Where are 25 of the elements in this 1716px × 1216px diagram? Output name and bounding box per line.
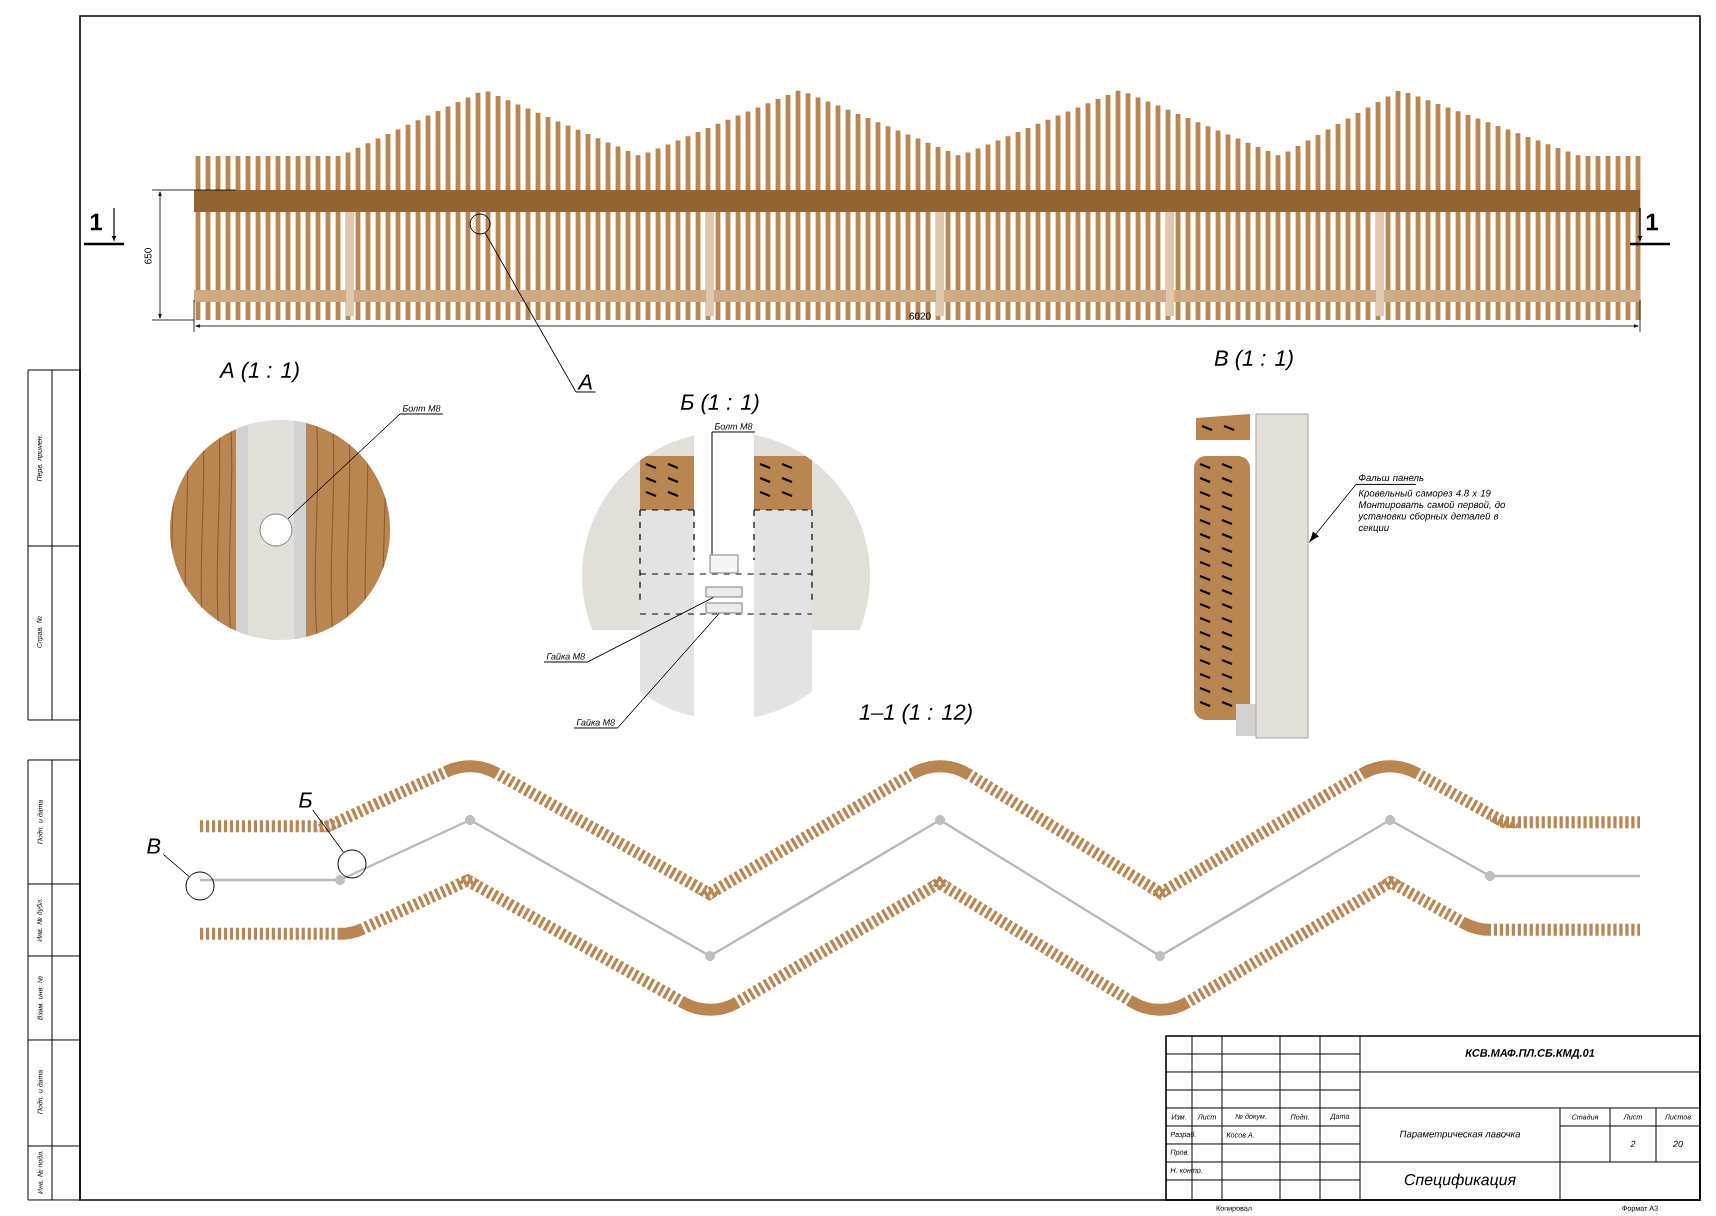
leader-line (711, 431, 756, 555)
leader-line (543, 597, 714, 663)
callout-letter: В (147, 838, 161, 854)
leader-line (287, 413, 444, 520)
leader-line (312, 809, 344, 853)
view-title: 1–1 (1 : 12) (859, 703, 972, 725)
section-label: 1 (1646, 213, 1658, 231)
leader-line (484, 232, 596, 393)
bolt-head (259, 513, 293, 547)
nut (705, 586, 743, 598)
leader-line (162, 853, 190, 877)
callout-circle (469, 213, 491, 235)
view-title: А (1 : 1) (218, 361, 299, 383)
view-title: В (1 : 1) (1214, 349, 1293, 371)
callout-circle (185, 871, 215, 901)
callout-circle (337, 849, 367, 879)
panel (1255, 413, 1309, 739)
leader-line (573, 613, 720, 729)
callout-letter: Б (299, 792, 312, 808)
leader-line (1309, 483, 1417, 542)
bolt (709, 554, 739, 574)
callout-letter: А (577, 374, 592, 390)
view-title: Б (1 : 1) (680, 393, 759, 415)
section-label: 1 (90, 213, 102, 231)
nut (705, 602, 743, 614)
